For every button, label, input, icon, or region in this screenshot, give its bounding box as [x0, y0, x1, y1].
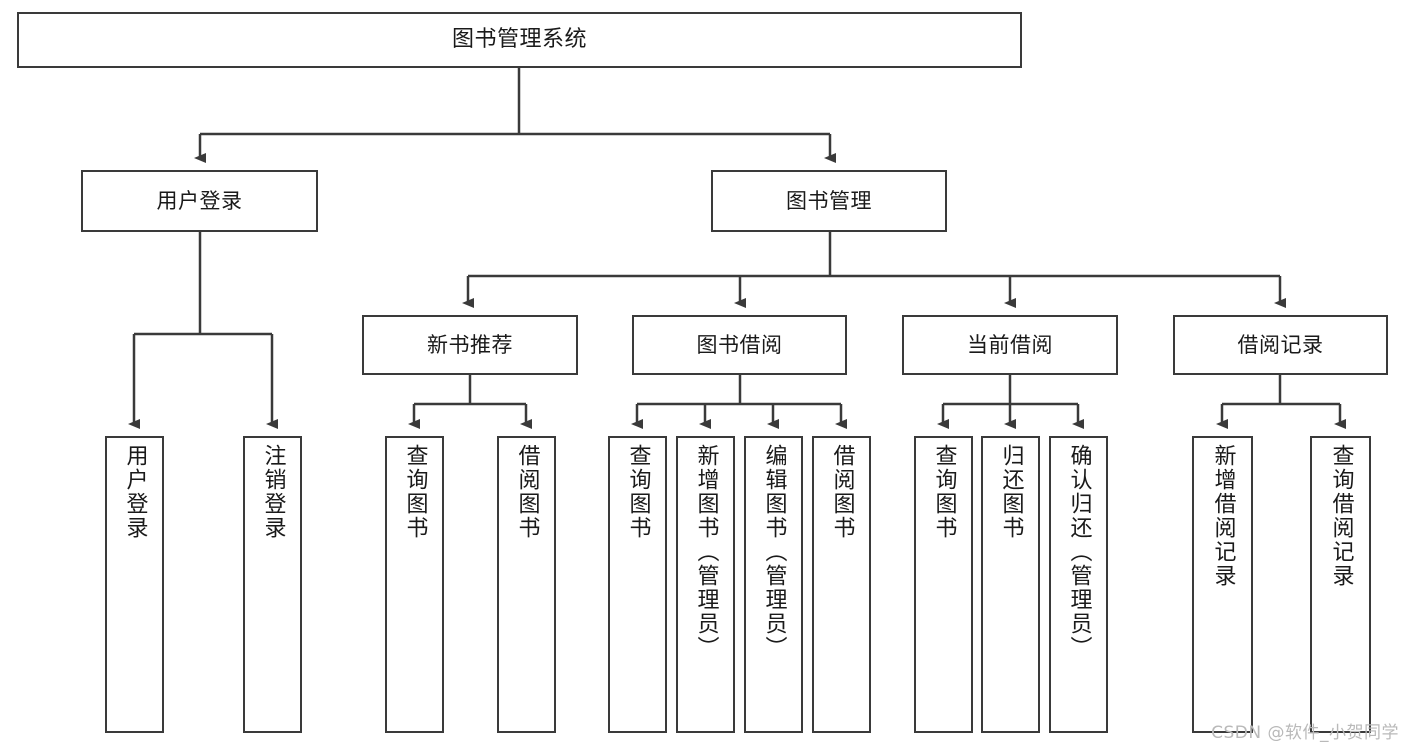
node-label: 借阅记录	[1237, 332, 1324, 357]
node-root-system[interactable]: 图书管理系统	[17, 12, 1022, 68]
node-label: 注销登录	[260, 444, 286, 540]
node-label: 借阅图书	[829, 444, 855, 540]
node-label: 新增借阅记录	[1210, 444, 1236, 588]
node-label: 用户登录	[122, 444, 148, 540]
node-label: 查询借阅记录	[1328, 444, 1354, 588]
node-new-book-recommend[interactable]: 新书推荐	[362, 315, 578, 375]
node-label: 用户登录	[156, 188, 243, 213]
node-label: 归还图书	[998, 444, 1024, 540]
node-book-management[interactable]: 图书管理	[711, 170, 947, 232]
node-leaf-borrow-book-1[interactable]: 借阅图书	[497, 436, 556, 733]
node-leaf-query-book-2[interactable]: 查询图书	[608, 436, 667, 733]
node-leaf-query-record[interactable]: 查询借阅记录	[1310, 436, 1371, 733]
node-leaf-edit-book[interactable]: 编辑图书（管理员）	[744, 436, 803, 733]
node-current-borrow[interactable]: 当前借阅	[902, 315, 1118, 375]
node-leaf-query-book-3[interactable]: 查询图书	[914, 436, 973, 733]
node-label: 图书管理系统	[451, 27, 587, 53]
node-leaf-logout-login[interactable]: 注销登录	[243, 436, 302, 733]
node-label: 查询图书	[931, 444, 957, 540]
node-label: 当前借阅	[967, 332, 1053, 357]
node-book-borrow[interactable]: 图书借阅	[632, 315, 847, 375]
node-leaf-query-book-1[interactable]: 查询图书	[385, 436, 444, 733]
node-label: 查询图书	[402, 444, 428, 540]
node-label: 新书推荐	[427, 332, 513, 357]
node-label: 编辑图书（管理员）	[761, 444, 787, 660]
node-leaf-add-record[interactable]: 新增借阅记录	[1192, 436, 1253, 733]
node-borrow-record[interactable]: 借阅记录	[1173, 315, 1388, 375]
node-label: 借阅图书	[514, 444, 540, 540]
node-label: 图书借阅	[696, 332, 783, 357]
node-label: 查询图书	[625, 444, 651, 540]
node-leaf-confirm-return[interactable]: 确认归还（管理员）	[1049, 436, 1108, 733]
node-leaf-add-book[interactable]: 新增图书（管理员）	[676, 436, 735, 733]
node-leaf-user-login[interactable]: 用户登录	[105, 436, 164, 733]
node-label: 新增图书（管理员）	[693, 444, 719, 660]
node-user-login[interactable]: 用户登录	[81, 170, 318, 232]
node-leaf-return-book[interactable]: 归还图书	[981, 436, 1040, 733]
node-leaf-borrow-book-2[interactable]: 借阅图书	[812, 436, 871, 733]
node-label: 图书管理	[786, 188, 872, 213]
node-label: 确认归还（管理员）	[1066, 444, 1092, 660]
